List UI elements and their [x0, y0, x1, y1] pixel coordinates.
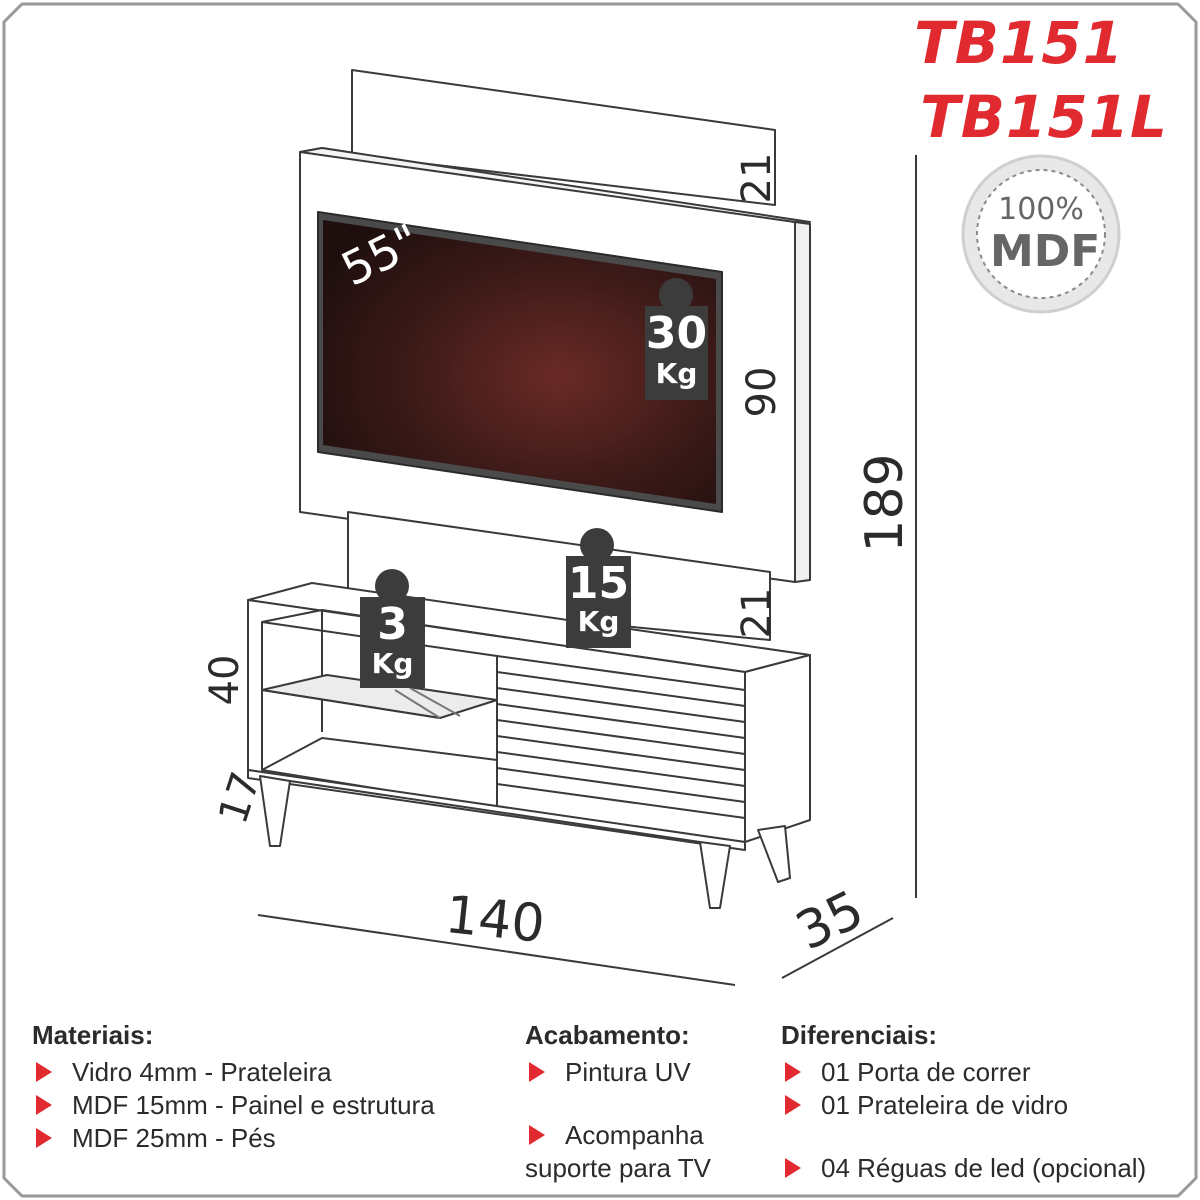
features-title: Diferenciais:: [781, 1020, 938, 1050]
arrow-bullet-icon: [785, 1158, 801, 1178]
list-item-continuation: suporte para TV: [525, 1153, 711, 1183]
list-item: 04 Réguas de led (opcional): [781, 1153, 1146, 1186]
materials-section: Materiais: Vidro 4mm - Prateleira MDF 15…: [32, 1020, 435, 1156]
arrow-bullet-icon: [36, 1062, 52, 1082]
dim-width: 140: [442, 884, 548, 956]
arrow-bullet-icon: [529, 1125, 545, 1145]
dim-total-height: 189: [855, 453, 915, 553]
dim-panel-height: 90: [739, 366, 785, 418]
arrow-bullet-icon: [36, 1095, 52, 1115]
weight-top-value: 15: [567, 558, 630, 609]
arrow-bullet-icon: [529, 1062, 545, 1082]
list-item: 01 Prateleira de vidro: [781, 1090, 1146, 1123]
dimension-lines: [257, 155, 917, 986]
door-slats: [496, 671, 746, 819]
arrow-bullet-icon: [785, 1095, 801, 1115]
badge-material: MDF: [990, 226, 1101, 277]
weight-tag-shelf: [360, 569, 425, 688]
features-section: Diferenciais: 01 Porta de correr 01 Prat…: [781, 1020, 1146, 1186]
weight-tag-panel: [645, 278, 708, 400]
model-code-tb151: TB151: [914, 9, 1124, 77]
materials-title: Materiais:: [32, 1020, 154, 1050]
dim-rack-height: 40: [202, 654, 248, 706]
list-item: Acompanha: [525, 1120, 711, 1153]
list-item: Vidro 4mm - Prateleira: [32, 1057, 435, 1090]
arrow-bullet-icon: [36, 1128, 52, 1148]
badge-percent: 100%: [998, 192, 1084, 227]
dim-panel-top: 21: [734, 152, 780, 204]
finish-section: Acabamento: Pintura UV Acompanha suporte…: [525, 1020, 711, 1186]
dim-panel-bottom: 21: [734, 587, 780, 639]
list-item: MDF 15mm - Painel e estrutura: [32, 1090, 435, 1123]
weight-top-unit: Kg: [577, 605, 620, 638]
weight-shelf-unit: Kg: [371, 647, 414, 680]
list-item: 01 Porta de correr: [781, 1057, 1146, 1090]
arrow-bullet-icon: [785, 1062, 801, 1082]
product-drawing: [247, 69, 811, 909]
mdf-badge: [961, 154, 1121, 314]
list-item: MDF 25mm - Pés: [32, 1123, 435, 1156]
weight-tag-top: [566, 528, 631, 648]
weight-panel-value: 30: [645, 308, 708, 359]
list-item: Pintura UV: [525, 1057, 711, 1090]
model-code-tb151l: TB151L: [920, 83, 1168, 151]
weight-panel-unit: Kg: [655, 357, 698, 390]
weight-shelf-value: 3: [377, 599, 408, 650]
finish-title: Acabamento:: [525, 1020, 690, 1050]
